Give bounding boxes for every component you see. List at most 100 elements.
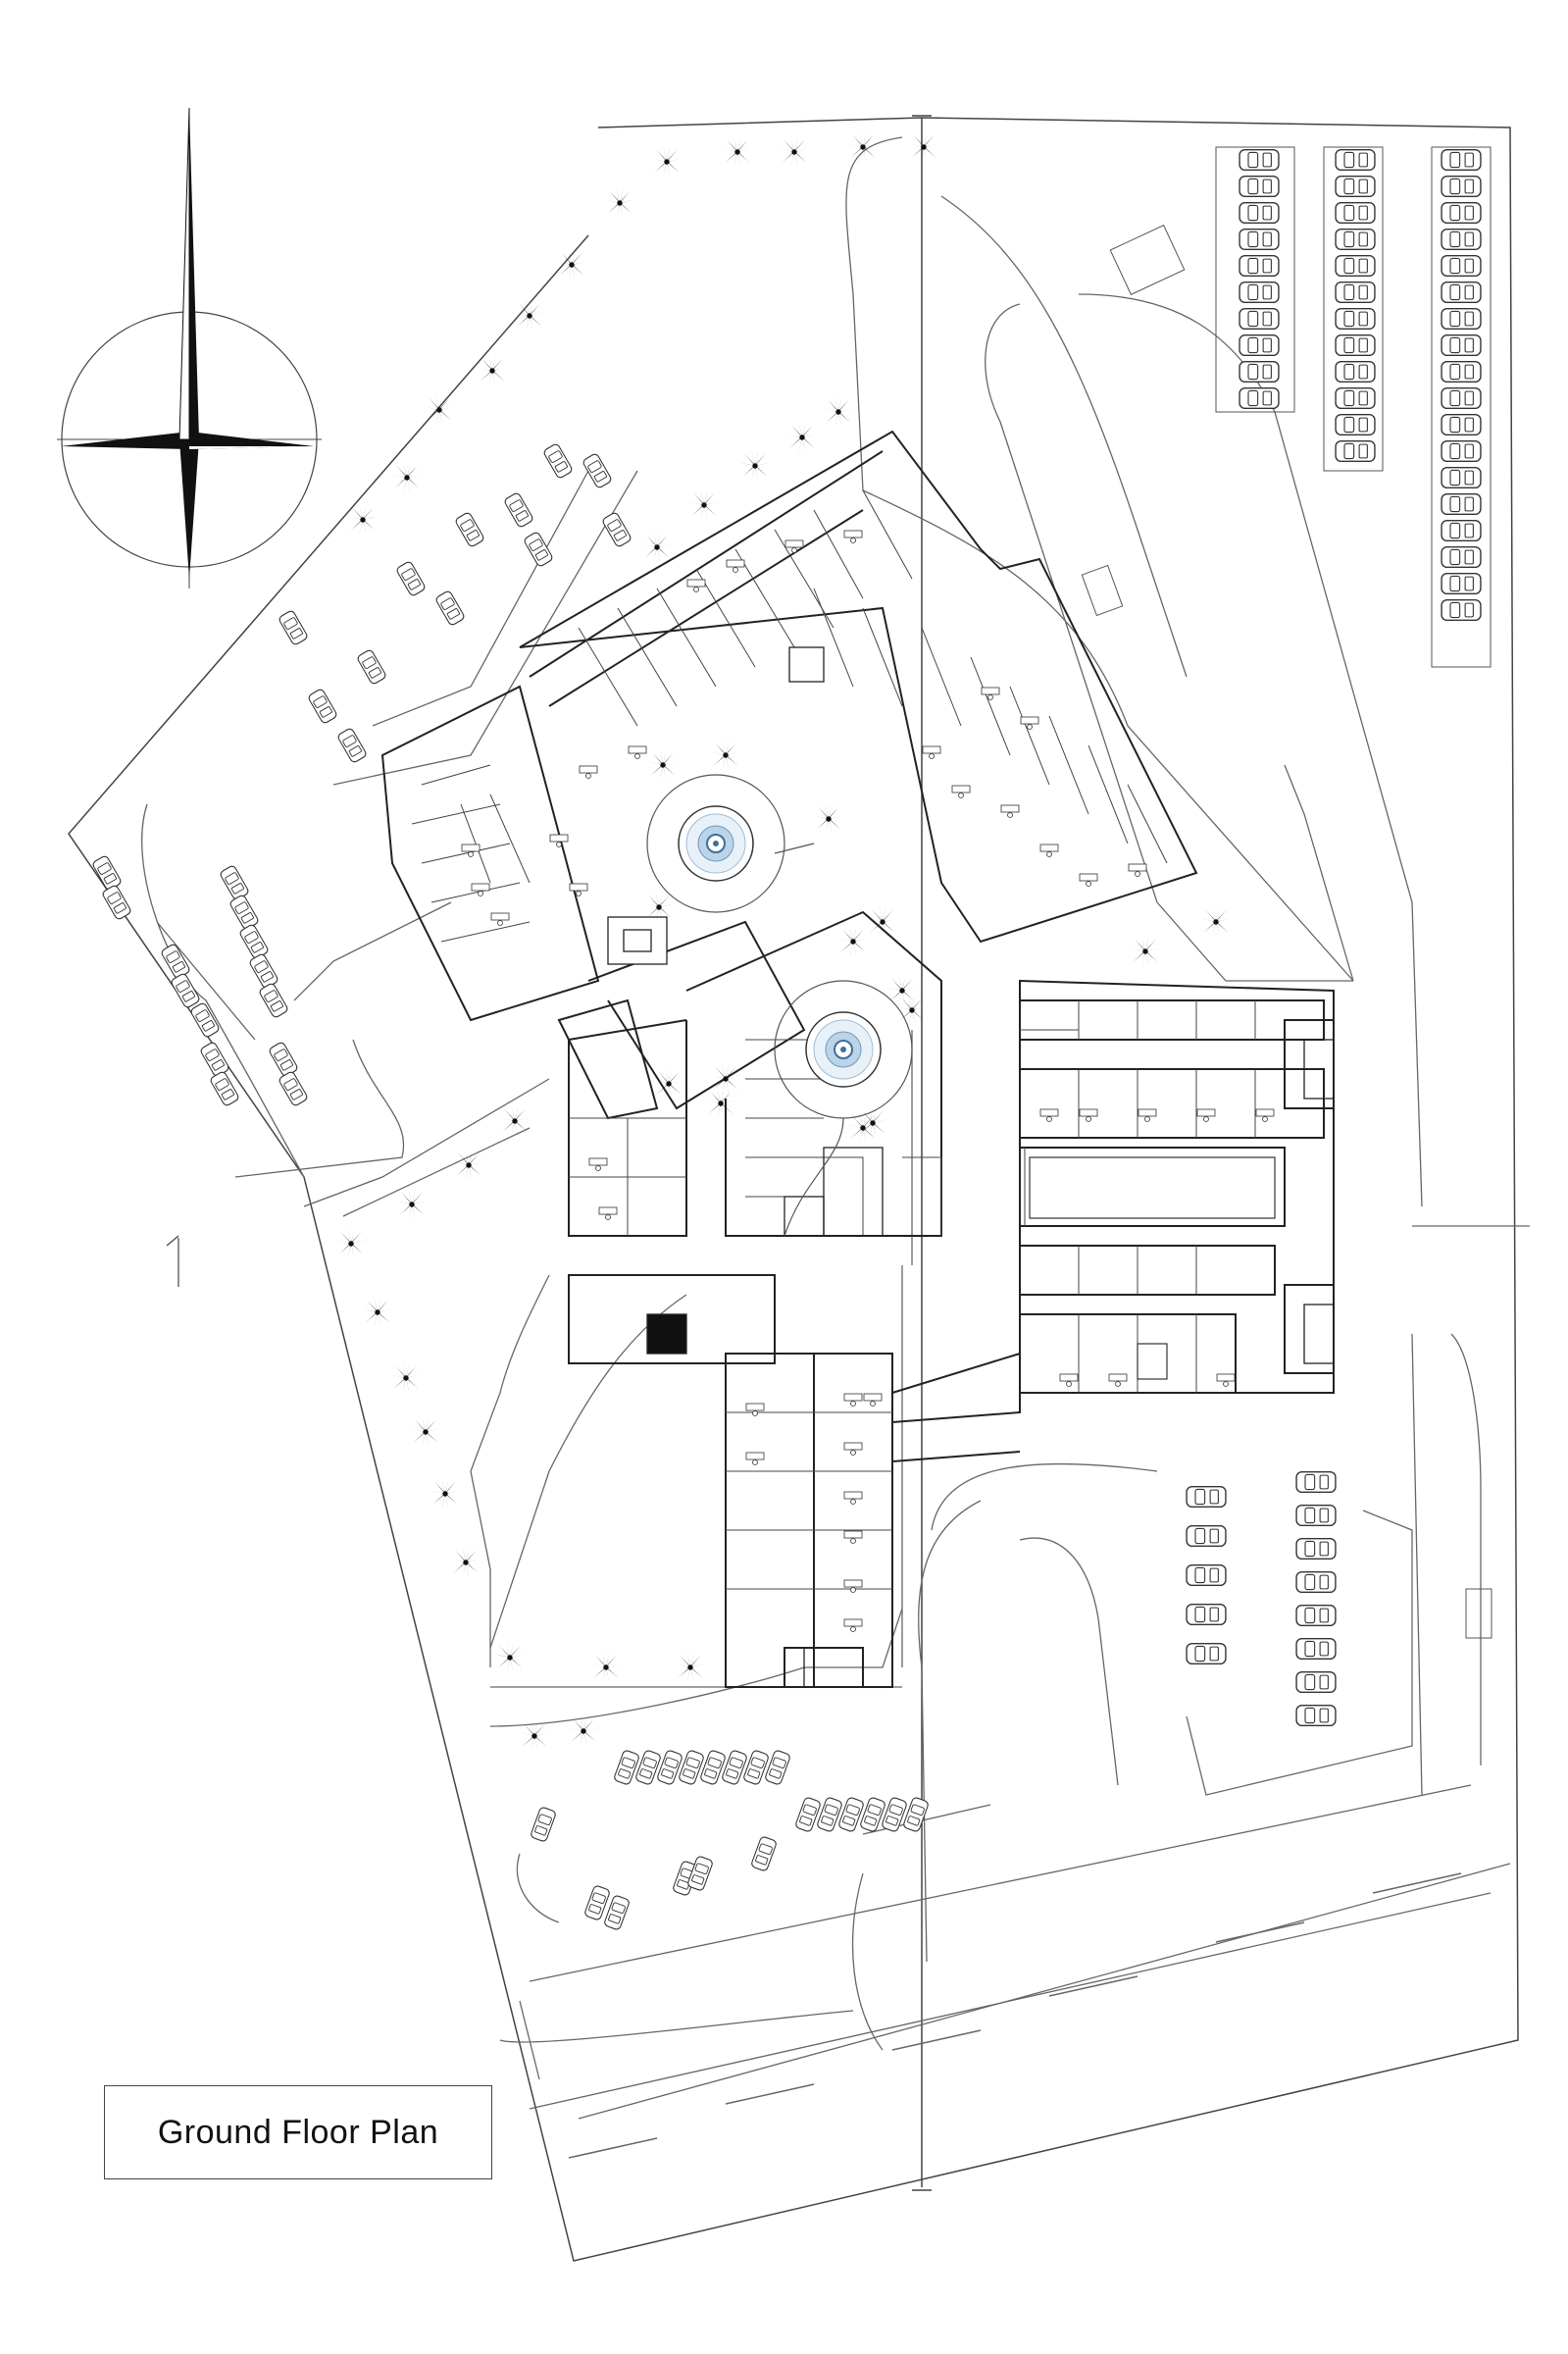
palm-tree-icon	[390, 461, 424, 494]
parked-car-icon	[1239, 387, 1280, 409]
palm-tree-icon	[603, 186, 636, 220]
palm-tree-icon	[738, 449, 772, 483]
desk-icon	[745, 1452, 765, 1465]
desk-icon	[843, 1530, 863, 1544]
parked-car-icon	[188, 1000, 222, 1040]
desk-icon	[843, 1579, 863, 1593]
desk-icon	[922, 745, 941, 759]
building-walls	[380, 430, 1335, 1688]
parked-car-icon	[1335, 229, 1376, 250]
parked-car-icon	[1239, 255, 1280, 277]
desk-icon	[490, 912, 510, 926]
parked-car-icon	[433, 588, 467, 628]
parked-car-icon	[1441, 229, 1482, 250]
palm-tree-icon	[895, 994, 929, 1027]
parked-car-icon	[1441, 281, 1482, 303]
parked-car-icon	[1335, 281, 1376, 303]
parked-car-icon	[1335, 387, 1376, 409]
parked-car-icon	[1441, 361, 1482, 383]
palm-tree-icon	[1129, 935, 1162, 968]
parked-car-icon	[237, 922, 271, 961]
parked-car-icon	[198, 1040, 231, 1079]
palm-tree-icon	[704, 1087, 737, 1120]
parked-car-icon	[218, 863, 251, 902]
courtyard-paths	[646, 774, 913, 1237]
desk-icon	[1128, 863, 1147, 877]
palm-tree-icon	[498, 1104, 531, 1138]
parked-car-icon	[453, 510, 486, 549]
desk-icon	[569, 883, 588, 896]
desk-icon	[1216, 1373, 1236, 1387]
parked-car-icon	[1239, 334, 1280, 356]
desk-icon	[843, 1442, 863, 1456]
parked-car-icon	[1295, 1671, 1337, 1693]
parked-car-icon	[600, 510, 633, 549]
desk-icon	[628, 745, 647, 759]
parking-lot-northeast	[1215, 146, 1492, 668]
parked-car-icon	[100, 883, 133, 922]
palm-tree-icon	[836, 925, 870, 958]
desk-icon	[1138, 1108, 1157, 1122]
palm-tree-icon	[452, 1149, 485, 1182]
parked-car-icon	[1441, 176, 1482, 197]
parked-car-icon	[1441, 202, 1482, 224]
desk-icon	[1196, 1108, 1216, 1122]
parked-car-icon	[1441, 546, 1482, 568]
parked-car-icon	[1441, 599, 1482, 621]
parked-car-icon	[901, 1796, 931, 1833]
parked-car-icon	[815, 1796, 844, 1833]
parked-car-icon	[1335, 255, 1376, 277]
palm-tree-icon	[778, 135, 811, 169]
parked-car-icon	[1239, 361, 1280, 383]
parked-car-icon	[1239, 149, 1280, 171]
parked-car-icon	[1295, 1471, 1337, 1493]
room-partitions	[411, 489, 1256, 1590]
desk-icon	[1108, 1373, 1128, 1387]
parked-car-icon	[763, 1749, 792, 1786]
stair-cores	[607, 646, 1335, 1688]
furniture-desks	[461, 530, 1275, 1632]
parked-car-icon	[335, 726, 369, 765]
palm-tree-icon	[812, 802, 845, 836]
desk-icon	[588, 1157, 608, 1171]
desk-icon	[843, 1618, 863, 1632]
parked-car-icon	[1335, 308, 1376, 330]
parked-car-icon	[793, 1796, 823, 1833]
site-boundary	[68, 115, 1519, 2262]
palm-tree-icon	[709, 739, 742, 772]
parked-car-icon	[1186, 1564, 1227, 1586]
parked-car-icon	[1441, 149, 1482, 171]
desk-icon	[981, 687, 1000, 700]
parked-car-icon	[277, 608, 310, 647]
palm-tree-icon	[907, 130, 940, 164]
palm-tree-icon	[785, 421, 819, 454]
parked-car-icon	[247, 951, 280, 991]
palm-tree-icon	[409, 1415, 442, 1449]
parked-car-icon	[1295, 1571, 1337, 1593]
palm-tree-icon	[866, 905, 899, 939]
parked-car-icon	[1186, 1486, 1227, 1508]
desk-icon	[843, 1393, 863, 1407]
desk-icon	[598, 1206, 618, 1220]
palm-tree-icon	[493, 1641, 527, 1674]
palm-tree-icon	[429, 1477, 462, 1510]
desk-icon	[1255, 1108, 1275, 1122]
palm-tree-icon	[822, 395, 855, 429]
parked-car-icon	[858, 1796, 887, 1833]
parked-car-icon	[267, 1040, 300, 1079]
parked-car-icon	[529, 1806, 558, 1843]
courtyard-planter	[1029, 1156, 1276, 1380]
palm-tree-icon	[687, 488, 721, 522]
parked-car-icon	[1441, 255, 1482, 277]
palm-tree-icon	[334, 1227, 368, 1260]
parked-car-icon	[1335, 361, 1376, 383]
road-network	[141, 136, 1530, 2120]
desk-icon	[1020, 716, 1039, 730]
north-arrow-icon	[57, 107, 322, 588]
parked-car-icon	[581, 451, 614, 490]
desk-icon	[471, 883, 490, 896]
parked-car-icon	[1239, 281, 1280, 303]
parked-car-icon	[655, 1749, 684, 1786]
parked-car-icon	[394, 559, 428, 598]
desk-icon	[726, 559, 745, 573]
